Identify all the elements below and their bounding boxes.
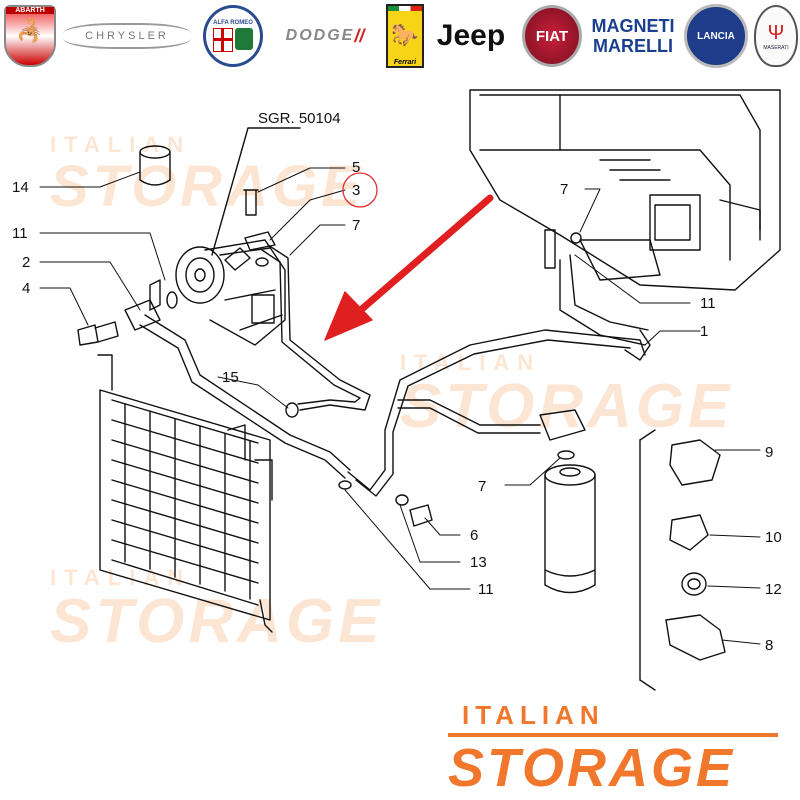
hvac-housing <box>469 89 781 291</box>
callout-number: 6 <box>470 527 478 544</box>
callout-number: 1 <box>700 323 708 340</box>
callout-number: 13 <box>470 554 487 571</box>
callout-number: 3 <box>352 182 360 199</box>
alfa-romeo-logo: ALFA ROMEO <box>203 4 263 68</box>
brand-logo-bar: ABARTH 🦂 CHRYSLER ALFA ROMEO DODGE // 🐎 <box>0 0 800 72</box>
scorpion-icon: 🦂 <box>16 18 44 43</box>
lancia-logo: LANCIA <box>684 4 748 68</box>
callout-number: 7 <box>352 217 360 234</box>
red-arrow-head-icon <box>324 291 373 341</box>
small-parts <box>77 145 726 661</box>
callout-number: 11 <box>12 225 28 242</box>
dodge-stripes-icon: // <box>354 25 365 46</box>
dodge-logo: DODGE // <box>285 25 365 46</box>
trident-icon: Ψ <box>767 21 785 44</box>
bracket-line <box>639 679 656 691</box>
group-ref-leader <box>211 127 301 256</box>
compressor <box>175 239 286 346</box>
callout-number: 7 <box>478 478 486 495</box>
maserati-logo: Ψ MASERATI <box>754 4 798 68</box>
ac-system-parts-diagram: SGR. 50104 <box>12 89 782 691</box>
logo-divider <box>448 733 778 737</box>
ac-hoses <box>139 244 651 497</box>
fiat-logo: FIAT <box>522 4 582 68</box>
prancing-horse-icon: 🐎 <box>391 22 419 47</box>
chrysler-logo: CHRYSLER <box>62 4 192 68</box>
callout-number: 8 <box>765 637 773 654</box>
callout-number: 10 <box>765 529 782 546</box>
callout-leaders <box>39 167 761 645</box>
callout-number: 2 <box>22 254 30 271</box>
callout-number: 12 <box>765 581 782 598</box>
callout-number: 11 <box>700 295 716 312</box>
callout-number: 15 <box>222 369 239 386</box>
ferrari-logo: 🐎 Ferrari <box>386 4 424 68</box>
bracket-line <box>639 429 656 441</box>
group-ref-label: SGR. 50104 <box>258 110 341 127</box>
callout-number: 7 <box>560 181 568 198</box>
receiver-dryer <box>544 464 596 594</box>
abarth-logo: ABARTH 🦂 <box>2 4 58 68</box>
italian-storage-logo: ITALIAN STORAGE <box>448 700 788 797</box>
callout-number: 5 <box>352 159 360 176</box>
jeep-logo: Jeep <box>436 19 506 52</box>
callout-number: 4 <box>22 280 30 297</box>
magneti-marelli-logo: MAGNETI MARELLI <box>591 16 675 56</box>
callout-number: 14 <box>12 179 29 196</box>
condenser <box>97 354 273 633</box>
callout-number: 11 <box>478 581 494 598</box>
callout-number: 9 <box>765 444 773 461</box>
highlight-circle <box>342 172 378 208</box>
red-arrow-icon <box>351 194 494 319</box>
